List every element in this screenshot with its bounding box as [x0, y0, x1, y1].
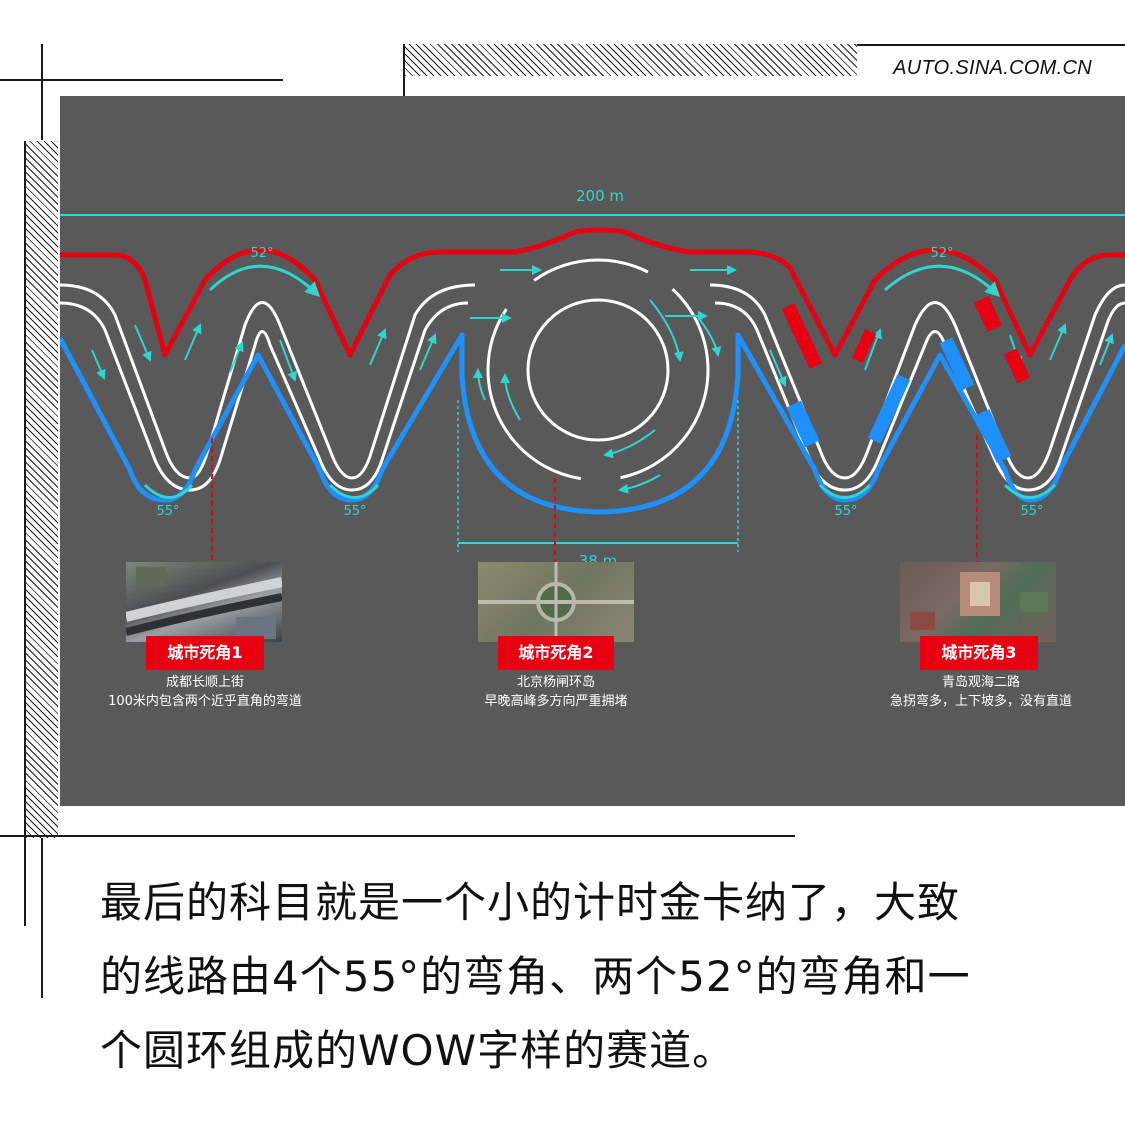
frame-line-left-side	[24, 141, 26, 926]
track-diagram: 200 m 52° 52° 55° 55° 55° 55°	[60, 96, 1125, 806]
blind-spot-2-photo	[478, 562, 634, 642]
frame-line-left-bottom	[41, 838, 43, 998]
angle-label-bottom-1: 55°	[156, 504, 179, 519]
angle-label-bottom-4: 55°	[1020, 504, 1043, 519]
lane-line-left-mid	[60, 301, 469, 492]
hatch-band-top	[405, 44, 857, 76]
blind-spot-3-line1: 青岛观海二路	[941, 675, 1020, 690]
lane-line-right-outer	[709, 283, 1125, 480]
angle-label-top-left: 52°	[250, 246, 273, 261]
blind-spot-3-photo	[900, 562, 1056, 642]
blind-spot-3-tag: 城市死角3	[920, 636, 1038, 670]
arc-55-3	[818, 483, 872, 499]
roundabout-outer-ring	[486, 258, 710, 482]
width-label: 200 m	[576, 187, 624, 205]
article-line-1: 最后的科目就是一个小的计时金卡纳了，大致	[100, 878, 961, 927]
roundabout-inner-ring	[526, 298, 670, 442]
arc-55-2	[328, 483, 380, 499]
angle-label-top-right: 52°	[930, 246, 953, 261]
cone-blocks-blue	[786, 337, 1012, 463]
blind-spot-2-line1: 北京杨闸环岛	[516, 675, 595, 690]
article-paragraph: 最后的科目就是一个小的计时金卡纳了，大致 的线路由4个55°的弯角、两个52°的…	[100, 866, 1080, 1088]
blind-spot-1-line2: 100米内包含两个近乎直角的弯道	[108, 694, 302, 709]
arc-55-1	[143, 483, 194, 499]
blind-spot-3-line2: 急拐弯多，上下坡多，没有直道	[889, 694, 1072, 709]
ring-dimension	[457, 400, 739, 552]
blind-spot-2-tag: 城市死角2	[498, 636, 614, 670]
blind-spot-1-caption: 成都长顺上街 100米内包含两个近乎直角的弯道	[60, 673, 355, 711]
blind-spot-1-tag: 城市死角1	[146, 636, 264, 670]
blind-spot-pointers	[207, 435, 982, 587]
blind-spot-2-line2: 早晚高峰多方向严重拥堵	[484, 694, 628, 709]
lane-line-left-outer	[60, 283, 476, 480]
hatch-band-left	[26, 141, 58, 838]
source-label: AUTO.SINA.COM.CN	[893, 57, 1092, 79]
frame-line-bottom	[0, 835, 795, 837]
blind-spot-1-photo	[126, 562, 282, 642]
arc-52-left	[208, 264, 321, 298]
blind-spot-1-line1: 成都长顺上街	[165, 675, 244, 690]
outer-boundary-red	[60, 227, 1125, 358]
cone-blocks-red	[781, 296, 1031, 384]
angle-label-bottom-3: 55°	[834, 504, 857, 519]
frame-line-left-top	[41, 44, 43, 140]
frame-line-mid-top	[403, 44, 405, 96]
frame-line-top-left	[0, 79, 283, 81]
angle-label-bottom-2: 55°	[343, 504, 366, 519]
arc-55-4	[1003, 483, 1057, 499]
blind-spot-3-caption: 青岛观海二路 急拐弯多，上下坡多，没有直道	[831, 673, 1125, 711]
article-line-2: 的线路由4个55°的弯角、两个52°的弯角和一	[100, 952, 971, 1001]
blind-spot-2-caption: 北京杨闸环岛 早晚高峰多方向严重拥堵	[406, 673, 706, 711]
frame-line-top-right	[857, 44, 1125, 46]
inner-boundary-blue	[60, 332, 1125, 515]
article-line-3: 个圆环组成的WOW字样的赛道。	[100, 1026, 736, 1075]
arc-52-right	[884, 264, 1001, 298]
track-svg: 200 m 52° 52° 55° 55° 55° 55°	[60, 187, 1125, 587]
